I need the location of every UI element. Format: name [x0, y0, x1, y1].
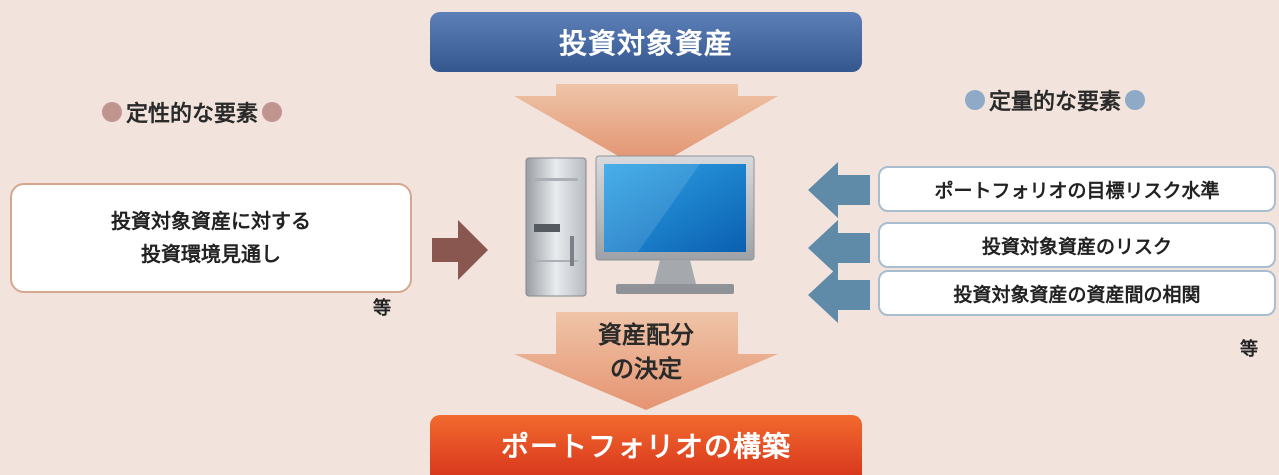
quantitative-heading: 定量的な要素 — [965, 84, 1146, 116]
decision-line2: の決定 — [610, 355, 682, 383]
qualitative-item-line2: 投資環境見通し — [141, 242, 281, 266]
qualitative-item-card: 投資対象資産に対する 投資環境見通し — [10, 183, 412, 293]
right-input-arrow-2 — [808, 220, 870, 276]
quantitative-heading-text: 定量的な要素 — [989, 90, 1122, 115]
qualitative-heading-text: 定性的な要素 — [126, 102, 259, 127]
bullet-dot-icon — [965, 90, 985, 110]
bullet-dot-icon — [102, 102, 122, 122]
decision-line1: 資産配分 — [598, 321, 694, 349]
portfolio-construction-box: ポートフォリオの構築 — [430, 415, 862, 475]
down-arrow-bottom — [514, 312, 778, 410]
qualitative-heading: 定性的な要素 — [102, 96, 283, 128]
quantitative-item-correlation: 投資対象資産の資産間の相関 — [878, 270, 1276, 316]
down-arrow-top — [514, 84, 778, 172]
computer-icon — [525, 155, 755, 297]
quantitative-item-asset-risk: 投資対象資産のリスク — [878, 222, 1276, 268]
quantitative-etc: 等 — [1240, 339, 1258, 360]
right-input-arrow-1 — [808, 162, 870, 218]
qualitative-item-line1: 投資対象資産に対する — [111, 209, 311, 233]
bullet-dot-icon — [262, 102, 283, 122]
investment-assets-box: 投資対象資産 — [430, 12, 862, 72]
left-input-arrow — [432, 220, 488, 280]
qualitative-etc: 等 — [373, 298, 391, 319]
quantitative-item-target-risk: ポートフォリオの目標リスク水準 — [878, 166, 1276, 212]
bullet-dot-icon — [1125, 90, 1146, 110]
right-input-arrow-3 — [808, 267, 870, 323]
asset-allocation-decision: 資産配分 の決定 — [560, 318, 732, 386]
